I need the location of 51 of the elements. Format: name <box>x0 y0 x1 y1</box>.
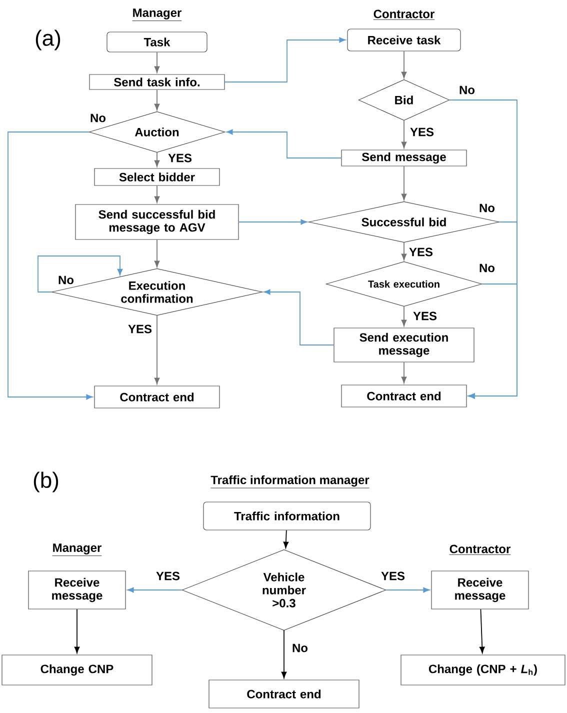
start-box: Receive task <box>347 28 461 52</box>
arrow <box>74 608 80 654</box>
process-box: Send successful bid message to AGV <box>75 204 239 240</box>
process-box: Send execution message <box>334 328 474 362</box>
lane-heading: Contractor <box>373 10 435 20</box>
arrow <box>154 52 160 73</box>
process-box: Contract end <box>208 680 360 708</box>
arrow <box>38 256 123 292</box>
arrow <box>479 608 485 654</box>
arrow <box>154 314 160 384</box>
arrow <box>401 50 407 78</box>
process-box: Select bidder <box>94 168 220 186</box>
lane-heading: Manager <box>132 8 182 21</box>
lane-heading: Traffic information manager <box>210 475 370 488</box>
process-box: Send task info. <box>89 74 225 90</box>
arrow <box>401 120 407 148</box>
edge-label: YES <box>155 570 181 582</box>
arrow <box>401 166 407 200</box>
process-box: Receive message <box>28 570 126 610</box>
start-box: Traffic information <box>203 502 371 530</box>
arrow <box>154 239 160 268</box>
arrow <box>154 89 160 110</box>
arrow <box>385 587 430 593</box>
arrow <box>281 630 287 678</box>
panel-label: (b) <box>34 472 58 492</box>
arrow <box>283 530 289 548</box>
process-box: Change CNP <box>2 654 152 686</box>
lane-heading: Contractor <box>449 544 511 555</box>
process-box: Change (CNP + L$_{h}$) <box>400 654 566 686</box>
lane-heading: Manager <box>52 544 102 556</box>
arrow <box>401 306 407 326</box>
process-box: Contract end <box>94 386 220 408</box>
edge-label: No <box>57 274 75 286</box>
arrow <box>224 37 346 82</box>
arrow <box>468 284 518 399</box>
edge-label: No <box>291 642 309 654</box>
edge-label: No <box>89 112 107 124</box>
arrow <box>238 219 308 225</box>
arrow <box>401 362 407 384</box>
panel-label: (a) <box>36 30 60 50</box>
process-box: Contract end <box>341 384 467 408</box>
start-box: Task <box>106 32 208 52</box>
arrow <box>401 242 407 260</box>
process-box: Send message <box>341 150 467 166</box>
arrow <box>127 587 183 593</box>
process-box: Receive message <box>431 570 529 610</box>
arrow <box>154 185 160 203</box>
arrow <box>264 289 334 346</box>
arrow <box>8 132 93 400</box>
arrow <box>154 152 160 167</box>
arrow <box>226 129 342 158</box>
